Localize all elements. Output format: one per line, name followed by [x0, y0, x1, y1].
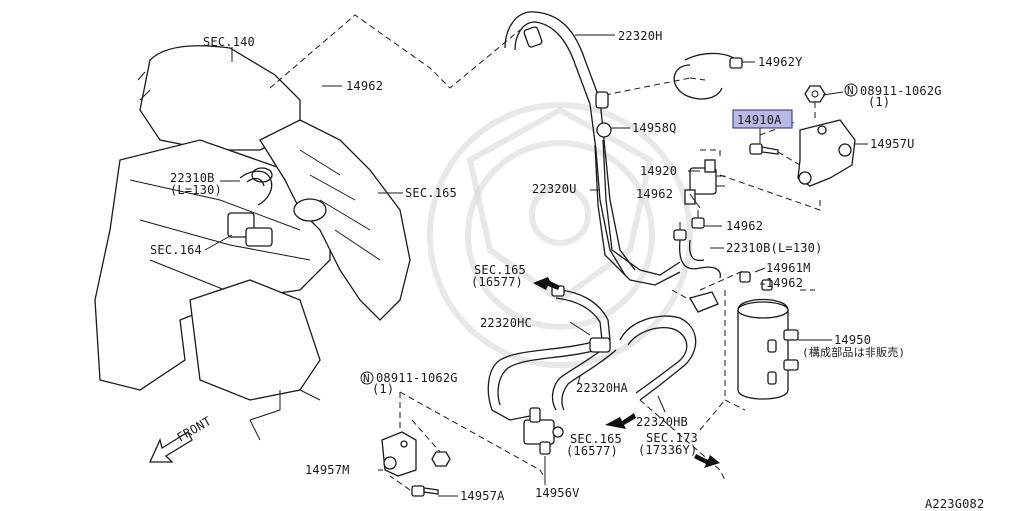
nut-08911-bottom — [411, 419, 451, 467]
label-14950: 14950 — [834, 333, 871, 347]
label-22310B-right: 22310B(L=130) — [726, 241, 823, 255]
label-22310B-left-len: (L=130) — [170, 183, 222, 197]
bracket-14957U — [797, 119, 856, 187]
label-22320HA: 22320HA — [576, 381, 629, 395]
label-14962-top: 14962 — [346, 79, 383, 93]
label-08911-bottom: 08911-1062G — [376, 371, 458, 385]
label-14910A[interactable]: 14910A — [737, 113, 782, 127]
label-sec173: SEC.173 — [646, 431, 698, 445]
front-label: FRONT — [175, 414, 214, 445]
front-arrow-icon — [148, 431, 193, 463]
label-sec140: SEC.140 — [203, 35, 255, 49]
label-22320H: 22320H — [618, 29, 663, 43]
label-14956V: 14956V — [535, 486, 580, 500]
label-14961M: 14961M — [766, 261, 811, 275]
highlight-14910A — [732, 109, 793, 129]
valve-14956V — [523, 407, 564, 455]
label-sec165-mid: SEC.165 — [474, 263, 526, 277]
label-14957M: 14957M — [305, 463, 350, 477]
label-sec165-mid-ref: (16577) — [471, 275, 523, 289]
n-mark-letter-top: N — [847, 84, 854, 97]
front-direction-marker: FRONT — [148, 414, 214, 463]
engine-block — [94, 45, 411, 441]
label-sec173-ref: (17336Y) — [638, 443, 697, 457]
clip-14961M — [671, 269, 773, 313]
bolt-14910A — [749, 143, 801, 166]
bolt-14957A — [389, 475, 439, 497]
hose-route-dashed-ring — [604, 77, 706, 96]
arrow-to-sec173 — [694, 454, 720, 468]
label-14962-right: 14962 — [766, 276, 803, 290]
label-14957A: 14957A — [460, 489, 505, 503]
label-22310B-left: 22310B — [170, 171, 215, 185]
labels: SEC.140 14962 22320H 14962Y N 08911-1062… — [150, 29, 984, 511]
arrow-to-sec165-mid — [533, 277, 560, 290]
label-14962Y: 14962Y — [758, 55, 803, 69]
label-14962-mid1: 14962 — [636, 187, 673, 201]
label-22320U: 22320U — [532, 182, 577, 196]
n-mark-icon-bottom — [360, 371, 374, 385]
clip-14962-mid — [673, 210, 721, 279]
hose-22320H — [504, 11, 636, 276]
clip-ring-14962Y — [673, 52, 743, 100]
label-sec164: SEC.164 — [150, 243, 202, 257]
label-sec165-bottom: SEC.165 — [570, 432, 622, 446]
canister-14950 — [724, 289, 815, 411]
watermark-emblem — [427, 102, 693, 368]
label-sec165-top: SEC.165 — [405, 186, 457, 200]
hose-22320HB — [619, 315, 697, 401]
canister-route-dashed — [639, 399, 726, 481]
label-22320HB: 22320HB — [636, 415, 688, 429]
label-08911-top-qty: (1) — [868, 95, 890, 109]
label-22320HC: 22320HC — [480, 316, 532, 330]
label-14920: 14920 — [640, 164, 677, 178]
hose-22320U — [594, 139, 681, 286]
n-mark-icon-top — [844, 83, 858, 97]
label-14958Q: 14958Q — [632, 121, 677, 135]
diagram-code: A223G082 — [925, 497, 984, 511]
flow-arrows — [533, 277, 720, 468]
arrow-to-sec165-bottom — [605, 413, 636, 429]
label-08911-top: 08911-1062G — [860, 84, 942, 98]
label-14957U: 14957U — [870, 137, 915, 151]
label-14950-note: (構成部品は非販売) — [802, 345, 905, 359]
label-14962-mid2: 14962 — [726, 219, 763, 233]
hose-22320HA — [551, 337, 617, 411]
n-mark-letter-bottom: N — [363, 372, 370, 385]
hose-route-dashed-top — [269, 14, 521, 89]
label-08911-bottom-qty: (1) — [372, 382, 394, 396]
label-sec165-bottom-ref: (16577) — [566, 444, 618, 458]
bracket-14957M — [381, 391, 546, 479]
leader-lines — [204, 34, 868, 497]
nut-08911-top — [804, 85, 826, 120]
